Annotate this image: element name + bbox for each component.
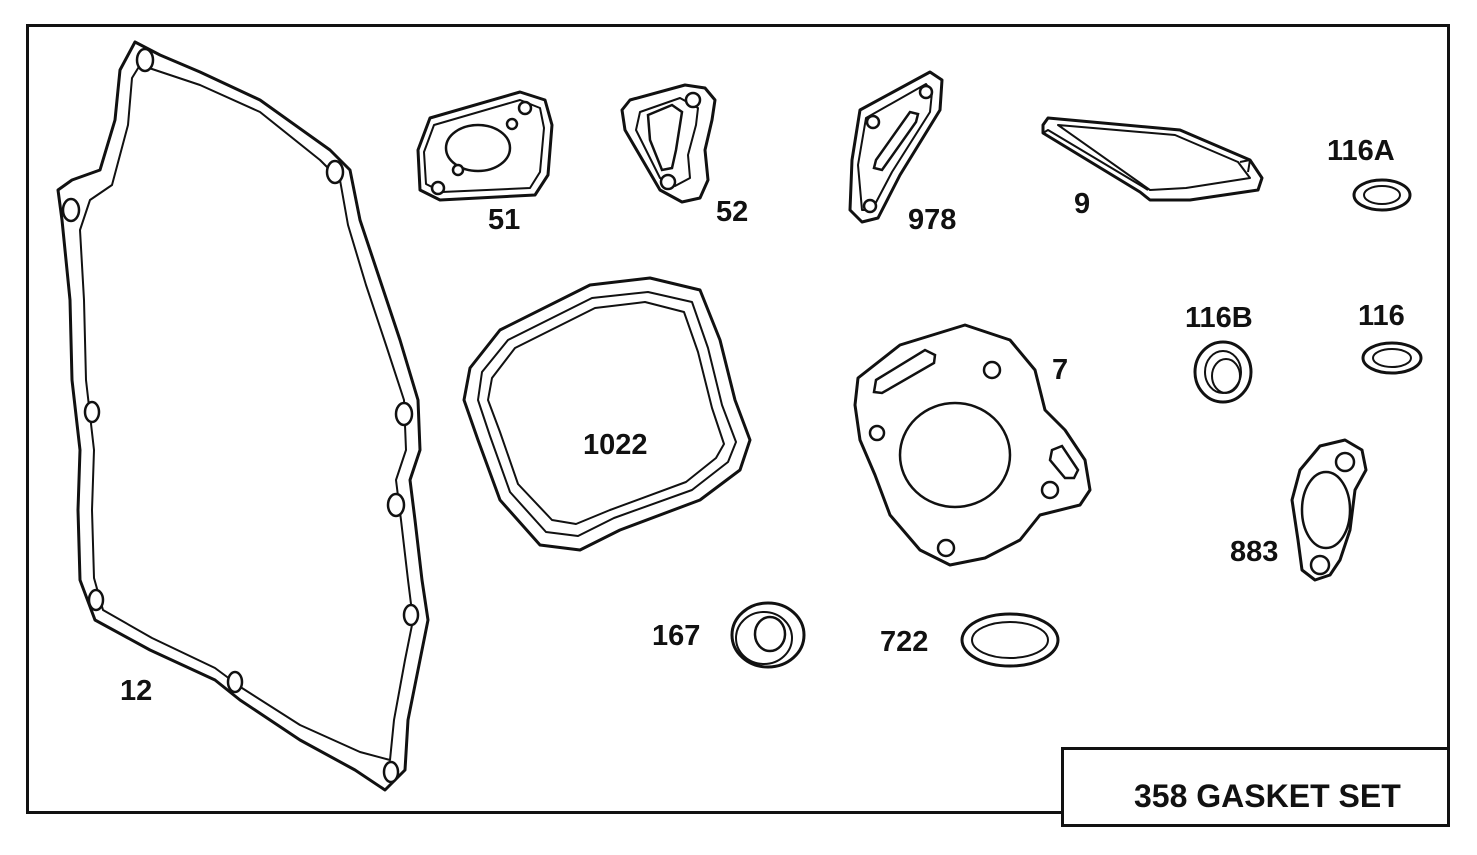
label-883: 883 [1230,536,1279,568]
gasket-1022 [462,276,752,552]
label-52: 52 [716,196,749,228]
label-167: 167 [652,620,701,652]
gasket-12 [56,40,430,792]
gasket-9 [1041,116,1264,202]
label-116: 116 [1358,300,1405,332]
label-9: 9 [1074,188,1091,220]
gasket-116 [1361,341,1423,375]
label-12: 12 [120,675,153,707]
label-1022: 1022 [583,429,648,461]
gasket-7 [853,323,1092,567]
gasket-722 [960,612,1060,668]
diagram-title: 358 GASKET SET [1134,778,1401,814]
label-978: 978 [908,204,957,236]
gasket-116A [1352,178,1412,212]
gasket-52 [620,83,717,204]
label-116A: 116A [1327,135,1395,167]
gasket-978 [848,70,944,224]
label-116B: 116B [1185,302,1253,334]
diagram-frame [26,24,1450,814]
label-51: 51 [488,204,521,236]
gasket-883 [1290,438,1368,582]
seal-116B [1193,340,1253,404]
label-722: 722 [880,626,929,658]
label-7: 7 [1052,354,1069,386]
gasket-51 [416,90,554,202]
title-box: 358 GASKET SET [1061,747,1450,827]
seal-167 [730,601,806,669]
